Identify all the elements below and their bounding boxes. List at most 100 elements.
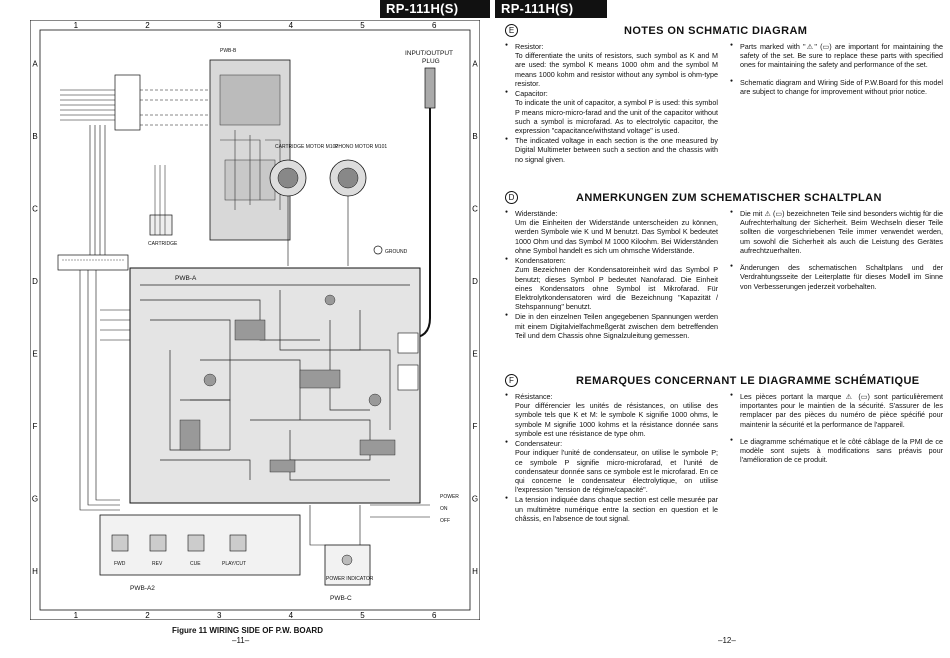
note-text: Die in den einzelnen Teilen angegebenen …	[515, 312, 718, 340]
note-heading: Widerstände:	[515, 209, 558, 218]
grid-col-bottom-4: 4	[289, 611, 294, 620]
grid-col-bottom-6: 6	[432, 611, 437, 620]
grid-row-right-F: F	[473, 422, 478, 431]
note-heading: Condensateur:	[515, 439, 563, 449]
note-item: Parts marked with "⚠" (▭) are important …	[730, 42, 943, 70]
connector-cn501	[397, 332, 419, 391]
grid-col-5: 5	[360, 21, 365, 30]
note-item: Die in den einzelnen Teilen angegebenen …	[505, 312, 718, 340]
grid-row-H: H	[32, 567, 38, 576]
rev-switch: REV	[149, 534, 167, 567]
diagram-inner-frame	[39, 29, 471, 611]
note-item: La tension indiquée dans chaque section …	[505, 495, 718, 523]
section-title: REMARQUES CONCERNANT LE DIAGRAMME SCHÉMA…	[576, 374, 920, 387]
grid-col-2: 2	[145, 21, 150, 30]
power-switch: POWER ON OFF	[370, 494, 459, 524]
cartridge-motor: CARTRIDGE MOTOR M102	[269, 144, 338, 266]
cue-switch: CUE	[187, 534, 205, 567]
grid-row-D: D	[32, 277, 38, 286]
notes-column-right: Parts marked with "⚠" (▭) are important …	[730, 42, 943, 104]
model-tag-left: RP-111H(S)	[380, 0, 490, 18]
note-text: Die mit ⚠ (▭) bezeichneten Teile sind be…	[740, 209, 943, 255]
section-mark: E	[505, 24, 518, 37]
pwb-a-label: PWB-A	[175, 275, 197, 282]
note-item: Kondensatoren:Zum Bezeichnen der Kondens…	[505, 256, 718, 311]
pwb-a2-board: FWD REV CUE PLAY/CUT PWB-A2	[99, 514, 301, 592]
note-heading: Kondensatoren:	[515, 256, 566, 266]
grid-row-A: A	[32, 59, 38, 68]
grid-row-C: C	[32, 204, 38, 213]
grid-row-right-A: A	[472, 59, 478, 68]
grid-col-bottom-5: 5	[360, 611, 365, 620]
note-heading: Capacitor:	[515, 89, 548, 99]
rev-label: REV	[152, 561, 163, 567]
note-text: Um die Einheiten der Widerstände untersc…	[515, 218, 718, 255]
note-item: Änderungen des schematischen Schaltplans…	[730, 263, 943, 291]
grid-col-bottom-2: 2	[145, 611, 150, 620]
notes-column-right: Les pièces portant la marque ⚠ (▭) sont …	[730, 392, 943, 473]
grid-row-right-D: D	[472, 277, 478, 286]
play-cut-label: PLAY/CUT	[222, 561, 246, 567]
grid-col-6: 6	[432, 21, 437, 30]
note-text: To indicate the unit of capacitor, a sym…	[515, 98, 718, 135]
input-output-label: INPUT/OUTPUT	[405, 50, 453, 57]
note-item: Résistance:Pour différencier les unités …	[505, 392, 718, 438]
play-cut-switch: PLAY/CUT	[222, 534, 247, 567]
off-label: OFF	[440, 518, 450, 524]
note-text: La tension indiquée dans chaque section …	[515, 495, 718, 523]
grid-col-4: 4	[289, 21, 294, 30]
fwd-label: FWD	[114, 561, 126, 567]
wire-bundle-pwb-a	[79, 270, 130, 511]
note-heading: Resistor:	[515, 42, 544, 51]
figure-caption: Figure 11 WIRING SIDE OF P.W. BOARD	[172, 626, 323, 635]
ground-terminal: GROUND	[373, 245, 408, 255]
note-item: Capacitor:To indicate the unit of capaci…	[505, 89, 718, 135]
section-header: E NOTES ON SCHMATIC DIAGRAM	[505, 24, 807, 37]
plug-label: PLUG	[422, 58, 440, 65]
cartridge-label: CARTRIDGE	[148, 241, 178, 247]
grid-col-1: 1	[74, 21, 79, 30]
note-text: Schematic diagram and Wiring Side of P.W…	[740, 77, 943, 96]
grid-row-right-G: G	[472, 494, 478, 503]
pwb-c-board: POWER INDICATOR PWB-C	[309, 505, 374, 602]
pwb-b-board: PWB-B	[209, 48, 291, 241]
section-title: NOTES ON SCHMATIC DIAGRAM	[624, 24, 808, 37]
page-number-left: –11–	[232, 636, 250, 645]
grid-col-3: 3	[217, 21, 222, 30]
grid-row-F: F	[33, 422, 38, 431]
grid-row-B: B	[32, 132, 37, 141]
section-mark: D	[505, 191, 518, 204]
note-text: The indicated voltage in each section is…	[515, 136, 718, 164]
cartridge: CARTRIDGE	[148, 165, 178, 247]
note-item: Die mit ⚠ (▭) bezeichneten Teile sind be…	[730, 209, 943, 255]
pwb-a-board: PWB-A	[129, 267, 421, 504]
grid-row-right-C: C	[472, 204, 478, 213]
grid-row-right-H: H	[472, 567, 478, 576]
wire-bundle-left	[57, 125, 129, 271]
grid-col-bottom-1: 1	[74, 611, 79, 620]
grid-row-right-E: E	[472, 349, 477, 358]
pwb-b-label: PWB-B	[220, 48, 237, 54]
pwb-a2-label: PWB-A2	[130, 585, 155, 592]
note-text: Änderungen des schematischen Schaltplans…	[740, 263, 943, 291]
note-text: Parts marked with "⚠" (▭) are important …	[740, 42, 943, 70]
cue-label: CUE	[190, 561, 201, 567]
phono-motor: PHONO MOTOR M101	[329, 144, 387, 266]
note-item: The indicated voltage in each section is…	[505, 136, 718, 164]
ground-label: GROUND	[385, 249, 408, 255]
note-item: Resistor:To differentiate the units of r…	[505, 42, 718, 88]
note-item: Les pièces portant la marque ⚠ (▭) sont …	[730, 392, 943, 429]
cartridge-motor-label: CARTRIDGE MOTOR M102	[275, 144, 338, 150]
phono-motor-label: PHONO MOTOR M101	[335, 144, 387, 150]
note-item: Widerstände:Um die Einheiten der Widerst…	[505, 209, 718, 255]
note-item: Condensateur:Pour indiquer l'unité de co…	[505, 439, 718, 494]
grid-row-ruler-right: A B C D E F G H	[472, 59, 478, 576]
fwd-switch: FWD	[111, 534, 129, 567]
section-title: ANMERKUNGEN ZUM SCHEMATISCHER SCHALTPLAN	[576, 191, 882, 204]
note-text: Pour indiquer l'unité de condensateur, o…	[515, 448, 718, 495]
notes-column-right: Die mit ⚠ (▭) bezeichneten Teile sind be…	[730, 209, 943, 299]
grid-row-right-B: B	[472, 132, 477, 141]
